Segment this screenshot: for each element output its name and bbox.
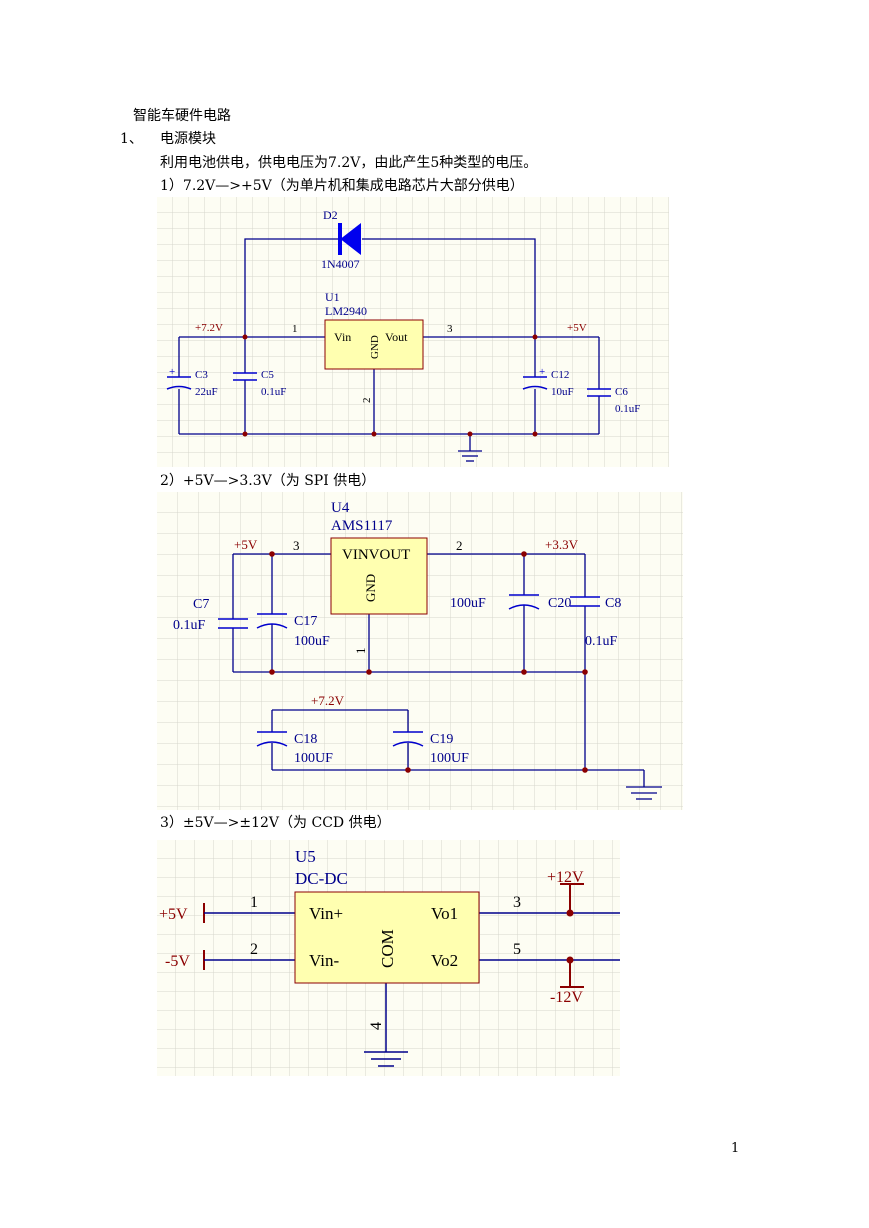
capacitor-c20 [508,594,540,610]
c19-ref: C19 [430,732,453,747]
schematic-dcdc: U5 DC-DC Vin+ Vin- Vo1 Vo2 COM 1 2 3 5 4… [157,840,620,1076]
c8-ref: C8 [605,596,621,611]
c12-val: 10uF [551,386,574,398]
c8-val: 0.1uF [585,634,618,649]
section-title: 电源模块 [160,131,216,147]
capacitor-c7 [218,618,248,629]
u5-pin1-num: 1 [250,894,258,911]
capacitor-c19 [392,731,424,747]
capacitor-c12 [522,376,548,390]
chip-u5 [294,891,480,984]
u1-pin-vin: Vin [334,330,351,344]
u4-pin1-num: 1 [353,648,368,655]
net-label-5v: +5V [234,537,258,552]
net-label-3v3: +3.3V [545,537,579,552]
u1-pin-vout: Vout [385,330,408,344]
item-3-heading: 3）±5V—>±12V（为 CCD 供电） [160,815,391,831]
u5-pin4-num: 4 [368,1022,385,1030]
net-label-n12v: -12V [550,989,583,1006]
wires [204,912,620,1052]
wires [232,553,645,787]
junctions [269,551,588,773]
c5-val: 0.1uF [261,386,286,398]
c17-val: 100uF [294,634,330,649]
wires [178,238,600,451]
c20-val: 100uF [450,596,486,611]
c6-val: 0.1uF [615,403,640,415]
c17-ref: C17 [294,614,317,629]
c6-ref: C6 [615,386,628,398]
u5-part: DC-DC [295,869,348,888]
schematic-ams1117: U4 AMS1117 VINVOUT GND 3 2 1 +5V +3.3V +… [157,492,683,810]
capacitor-c8 [570,596,600,607]
net-label-7v2: +7.2V [195,322,223,334]
d2-ref: D2 [323,208,338,222]
u1-pin2-num: 2 [361,398,373,404]
schematic-lm2940: D2 1N4007 U1 LM2940 Vin Vout GND 1 3 2 +… [157,197,669,467]
net-label-p5v: +5V [159,906,188,923]
c3-plus: + [169,366,175,378]
u1-pin3-num: 3 [447,323,453,335]
c3-val: 22uF [195,386,218,398]
capacitor-c6 [587,388,611,397]
capacitor-c5 [233,372,257,381]
net-label-p12v: +12V [547,869,584,886]
item-1-heading: 1）7.2V—>+5V（为单片机和集成电路芯片大部分供电） [160,178,524,194]
u5-pin-vo1: Vo1 [431,904,458,923]
u4-ref: U4 [331,500,350,516]
u5-pin5-num: 5 [513,941,521,958]
c12-ref: C12 [551,369,569,381]
chip-u4 [330,537,428,615]
ground-icon [626,786,662,800]
u4-pin-vinvout: VINVOUT [342,547,410,563]
diode-d2 [338,222,361,256]
u5-pin-vinn: Vin- [309,951,339,970]
c5-ref: C5 [261,369,274,381]
u4-part: AMS1117 [331,518,393,534]
u5-pin-vo2: Vo2 [431,951,458,970]
u5-pin-vinp: Vin+ [309,904,343,923]
u4-pin3-num: 3 [293,538,300,553]
capacitor-c3 [166,376,192,390]
item-2-heading: 2）+5V—>3.3V（为 SPI 供电） [160,473,376,489]
c7-ref: C7 [193,597,209,612]
u5-pin2-num: 2 [250,941,258,958]
capacitor-c17 [256,613,288,629]
c12-plus: + [539,366,545,378]
u1-pin1-num: 1 [292,323,298,335]
u4-pin2-num: 2 [456,538,463,553]
c20-ref: C20 [548,596,571,611]
c18-val: 100UF [294,751,333,766]
ground-icon [458,450,482,462]
c3-ref: C3 [195,369,208,381]
page-number: 1 [731,1141,740,1156]
c18-ref: C18 [294,732,317,747]
chip-u1 [324,319,424,370]
u1-part: LM2940 [325,304,367,318]
d2-part: 1N4007 [321,257,360,271]
doc-title: 智能车硬件电路 [133,108,231,124]
capacitor-c18 [256,731,288,747]
intro-paragraph: 利用电池供电，供电电压为7.2V，由此产生5种类型的电压。 [160,155,538,171]
u4-pin-gnd: GND [363,574,378,602]
net-label-5v: +5V [567,322,587,334]
junctions [566,909,574,964]
section-number: 1、 [120,131,143,147]
c7-val: 0.1uF [173,618,206,633]
net-label-7v2: +7.2V [311,693,345,708]
u5-ref: U5 [295,847,316,866]
u1-ref: U1 [325,290,340,304]
junctions [242,334,538,437]
u5-pin3-num: 3 [513,894,521,911]
ground-icon [364,1051,408,1067]
net-label-n5v: -5V [165,953,190,970]
u1-pin-gnd: GND [369,335,381,359]
c19-val: 100UF [430,751,469,766]
u5-pin-com: COM [378,929,397,968]
